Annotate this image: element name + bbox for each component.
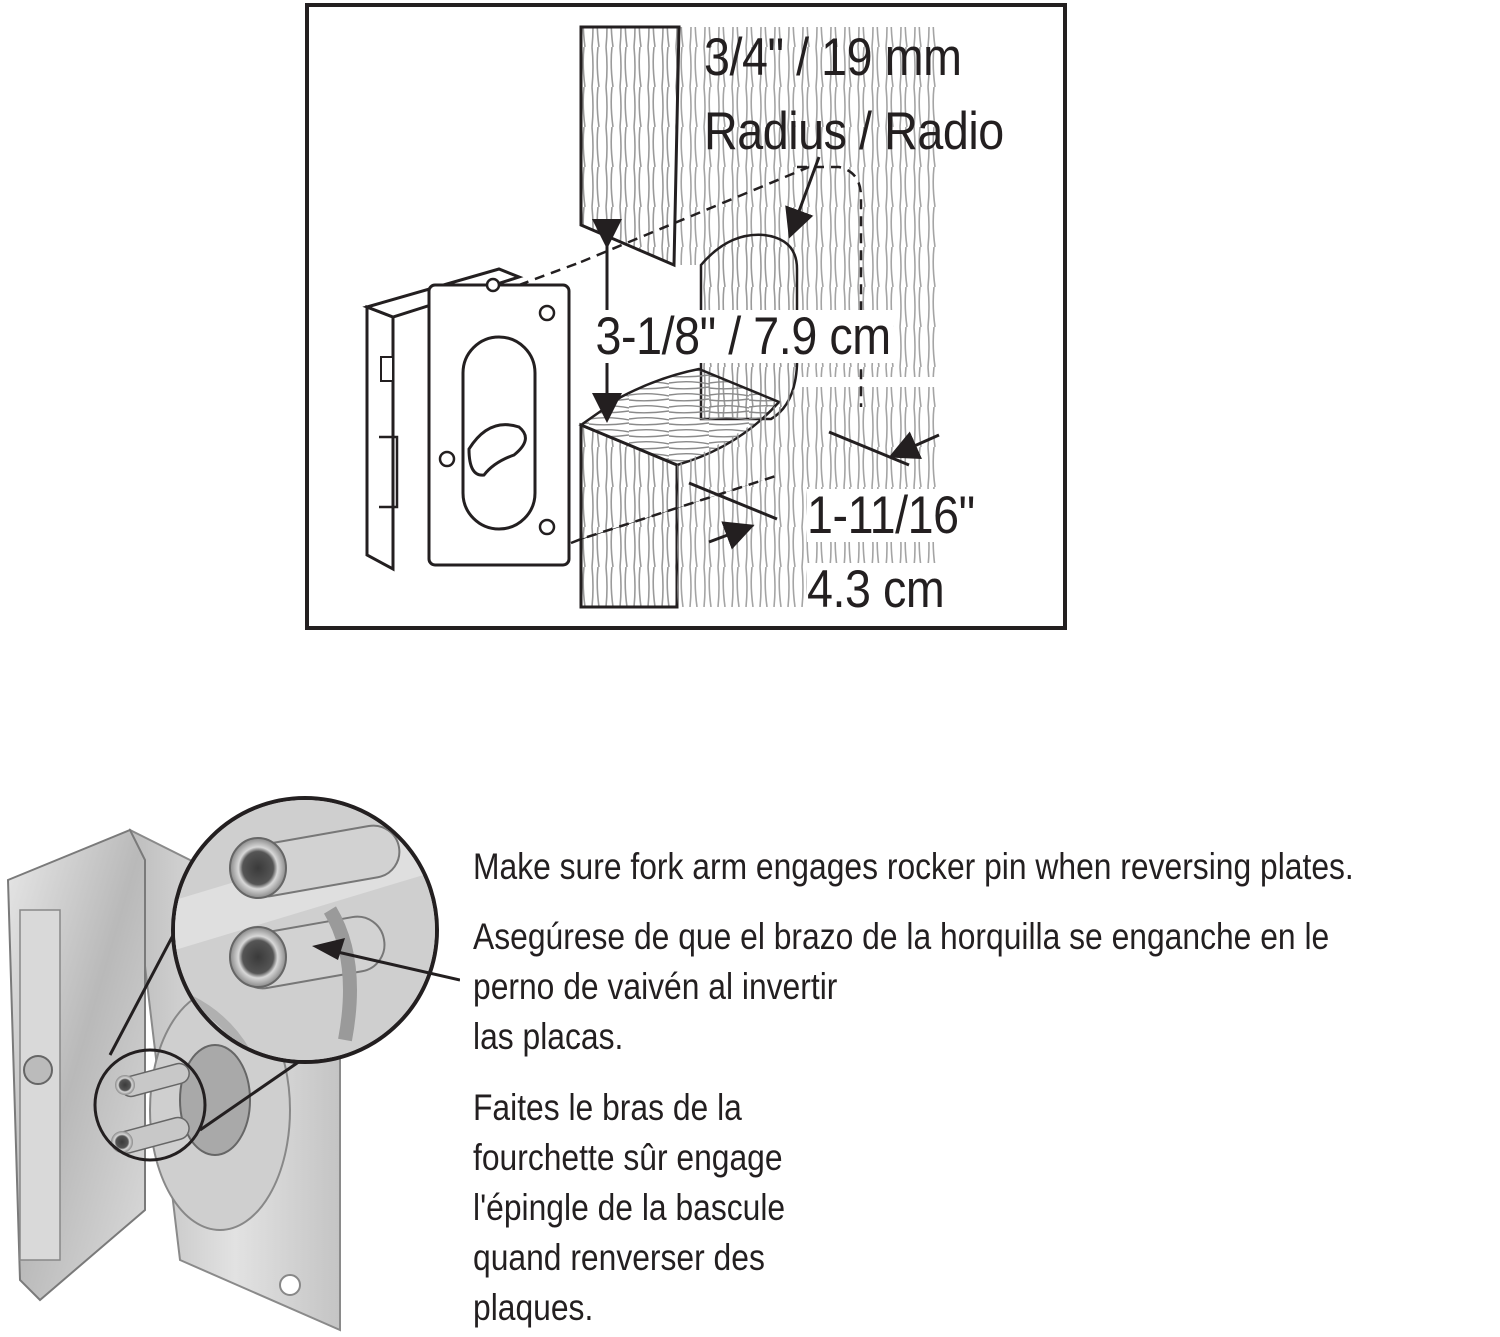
instruction-french: Faites le bras de la fourchette sûr enga… xyxy=(473,1087,786,1328)
radius-title-label: Radius / Radio xyxy=(704,102,1004,161)
pin-pointer-arrow xyxy=(312,938,345,960)
radius-measure-label: 3/4" / 19 mm xyxy=(704,28,962,87)
depth-measure-label-metric: 4.3 cm xyxy=(807,560,945,619)
door-cutout-illustration xyxy=(362,25,941,609)
radius-pointer-arrow xyxy=(785,156,821,239)
instruction-spanish: Asegúrese de que el brazo de la horquill… xyxy=(473,916,1330,1057)
rocker-pins xyxy=(111,1062,190,1154)
magnified-detail-circle xyxy=(171,796,439,1064)
door-cutout-diagram: 3/4" / 19 mm Radius / Radio 3-1/8" / 7.9… xyxy=(305,3,1067,630)
height-measure-label: 3-1/8" / 7.9 cm xyxy=(592,310,895,363)
pocket-door-lock xyxy=(362,267,571,572)
depth-dimension-arrow xyxy=(688,481,778,521)
lock-mechanism-photo xyxy=(0,780,460,1337)
instruction-english: Make sure fork arm engages rocker pin wh… xyxy=(473,846,1354,887)
detail-callout-small xyxy=(93,1048,207,1162)
depth-measure-label-imperial: 1-11/16" xyxy=(807,486,975,545)
door-edge-upper xyxy=(579,25,941,377)
